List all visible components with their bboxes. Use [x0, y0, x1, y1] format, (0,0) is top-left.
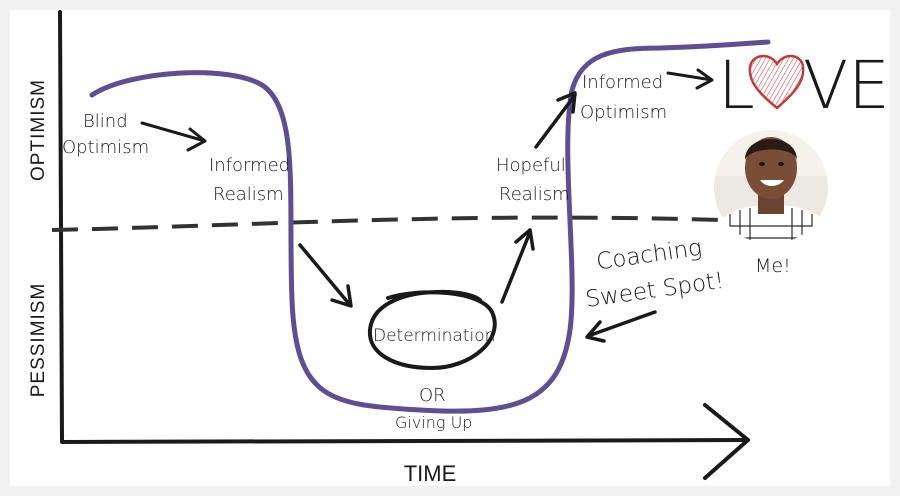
label-informed-realism-line1: Informed — [209, 155, 290, 176]
label-informed-realism-line2: Realism — [213, 184, 284, 205]
x-axis-label-time: TIME — [404, 461, 457, 486]
love-letters-ve: VE! — [803, 47, 900, 124]
label-informed-optimism-line1: Informed — [582, 72, 663, 93]
neutral-dashed-line — [51, 215, 721, 232]
label-informed-optimism-line2: Optimism — [580, 102, 667, 123]
emotional-cycle-curve — [89, 39, 771, 414]
x-axis-line — [60, 438, 747, 444]
y-axis-label-pessimism: PESSIMISM — [28, 283, 49, 398]
y-axis-line — [58, 10, 64, 442]
label-hopeful-realism-line1: Hopeful — [496, 155, 566, 176]
diagram-frame — [10, 10, 890, 486]
label-determination: Determination — [373, 326, 495, 346]
label-giving-up: Giving Up — [395, 413, 472, 432]
arrow-hopeful-to-informed-optimism — [534, 91, 577, 149]
love-letter-l: L — [718, 47, 755, 124]
heart-icon — [748, 54, 805, 110]
y-axis-label-optimism: OPTIMISM — [28, 79, 49, 181]
label-or: OR — [419, 385, 446, 406]
label-hopeful-realism-line2: Realism — [499, 184, 570, 205]
arrow-blind-to-informed — [140, 121, 207, 152]
label-blind-optimism-line1: Blind — [83, 111, 128, 132]
label-me: Me! — [755, 255, 791, 277]
arrow-determination-to-hopeful — [500, 228, 535, 304]
avatar-border — [712, 128, 830, 246]
determination-circle — [367, 289, 497, 371]
arrow-coaching-to-curve — [585, 310, 657, 343]
x-axis-arrowhead — [703, 403, 750, 480]
avatar — [713, 129, 829, 245]
label-coaching-line1: Coaching — [595, 235, 704, 276]
arrow-realism-to-determination — [298, 243, 353, 308]
label-coaching-line2: Sweet Spot! — [584, 268, 726, 313]
label-blind-optimism-line2: Optimism — [62, 137, 149, 158]
arrow-optimism-to-love — [666, 68, 714, 90]
